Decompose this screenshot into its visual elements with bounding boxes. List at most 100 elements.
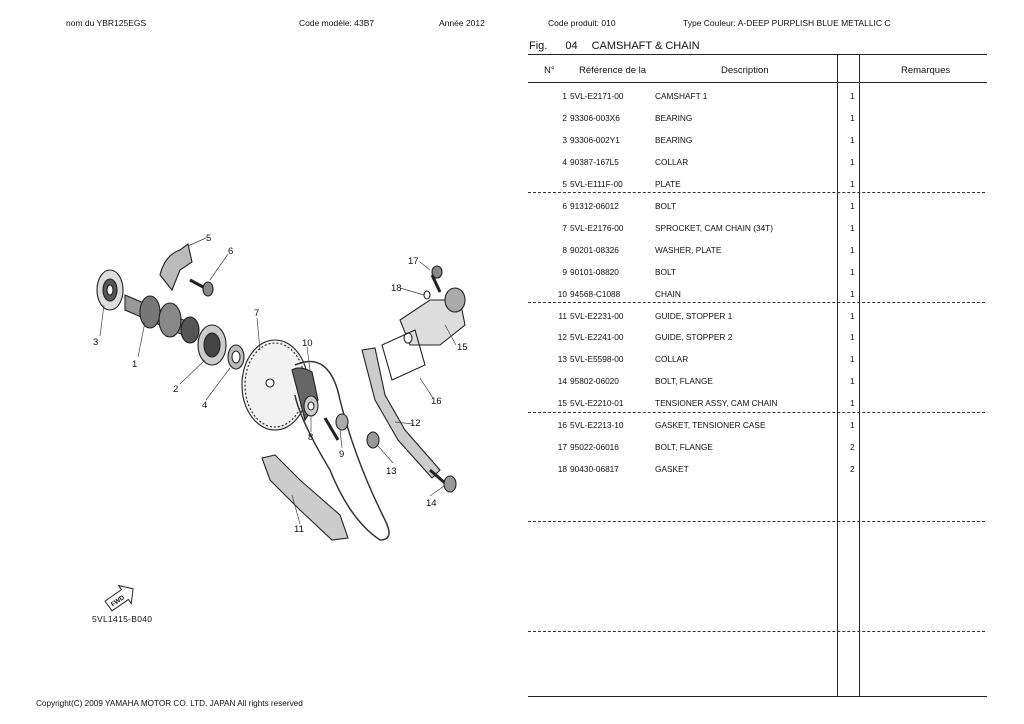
- table-header-rule: [528, 82, 987, 83]
- figure-number: 04: [565, 40, 578, 52]
- part-desc-cell: BEARING: [655, 134, 693, 145]
- bolt-9-drawing: [323, 413, 349, 441]
- part-desc-cell: WASHER, PLATE: [655, 244, 722, 255]
- group-separator: [528, 302, 985, 303]
- part-qty-cell: 2: [850, 464, 855, 475]
- part-desc-cell: GUIDE, STOPPER 2: [655, 332, 733, 343]
- part-desc-cell: BEARING: [655, 112, 693, 123]
- diagram-reference-code: 5VL1415-B040: [92, 614, 153, 624]
- gasket-16-drawing: [381, 329, 426, 381]
- part-number-cell: 8: [562, 244, 567, 255]
- camshaft-drawing: [124, 294, 200, 344]
- callout-11: 11: [294, 524, 304, 535]
- part-number-cell: 6: [562, 200, 567, 211]
- tensioner-15-drawing: [399, 287, 466, 346]
- fwd-arrow-icon: FWD: [104, 584, 134, 612]
- exploded-parts-diagram: 1 2 3 4 5 6 7 8 9 10 11 12 13 14 15 16 1…: [93, 233, 468, 612]
- part-ref-cell: 5VL-E2213-10: [570, 420, 624, 431]
- part-qty-cell: 1: [850, 332, 855, 343]
- part-qty-cell: 1: [850, 156, 855, 167]
- model-code: Code modèle: 43B7: [299, 18, 375, 28]
- part-ref-cell: 5VL-E5598-00: [570, 354, 624, 365]
- figure-heading: Fig. 04 CAMSHAFT & CHAIN: [529, 40, 700, 52]
- part-number-cell: 7: [562, 222, 567, 233]
- part-ref-cell: 93306-003X6: [570, 112, 620, 123]
- part-number-cell: 3: [562, 134, 567, 145]
- part-ref-cell: 90387-167L5: [570, 156, 619, 167]
- callout-3: 3: [93, 337, 98, 348]
- callout-5: 5: [206, 233, 211, 244]
- callout-14: 14: [426, 498, 437, 509]
- part-desc-cell: CHAIN: [655, 288, 681, 299]
- part-number-cell: 12: [557, 332, 567, 343]
- callout-1: 1: [132, 359, 137, 370]
- part-number-cell: 14: [557, 376, 567, 387]
- part-ref-cell: 90101-08820: [570, 266, 619, 277]
- part-number-cell: 15: [557, 398, 567, 409]
- part-qty-cell: 1: [850, 420, 855, 431]
- part-number-cell: 17: [557, 442, 567, 453]
- callout-15: 15: [457, 342, 468, 353]
- bolt-17-drawing: [430, 265, 443, 293]
- callout-7: 7: [254, 308, 259, 319]
- callout-2: 2: [173, 384, 178, 395]
- part-desc-cell: SPROCKET, CAM CHAIN (34T): [655, 222, 774, 233]
- figure-label: Fig.: [529, 40, 548, 52]
- part-desc-cell: BOLT: [655, 200, 677, 211]
- collar-4-drawing: [227, 344, 245, 370]
- part-qty-cell: 1: [850, 134, 855, 145]
- washer-8-drawing: [303, 395, 319, 417]
- part-qty-cell: 1: [850, 222, 855, 233]
- table-top-rule: [528, 54, 987, 55]
- group-separator: [528, 631, 985, 632]
- part-qty-cell: 1: [850, 310, 855, 321]
- callout-4: 4: [202, 400, 207, 411]
- part-ref-cell: 5VL-E2210-01: [570, 398, 624, 409]
- product-code: Code produit: 010: [548, 18, 616, 28]
- part-ref-cell: 90201-08326: [570, 244, 619, 255]
- part-qty-cell: 1: [850, 288, 855, 299]
- callout-18: 18: [391, 283, 402, 294]
- model-year: Année 2012: [439, 18, 485, 28]
- model-name: nom du YBR125EGS: [66, 18, 147, 28]
- part-number-cell: 18: [557, 464, 567, 475]
- part-qty-cell: 2: [850, 442, 855, 453]
- part-desc-cell: BOLT, FLANGE: [655, 442, 713, 453]
- callout-17: 17: [408, 256, 419, 267]
- bearing-2-drawing: [197, 324, 227, 366]
- part-ref-cell: 5VL-E2171-00: [570, 91, 624, 101]
- collar-13-drawing: [366, 431, 380, 449]
- part-qty-cell: 1: [850, 178, 855, 189]
- part-desc-cell: COLLAR: [655, 354, 689, 365]
- guide-11-drawing: [261, 454, 349, 541]
- guide-12-drawing: [361, 347, 441, 479]
- part-ref-cell: 5VL-E111F-00: [570, 178, 623, 189]
- part-number-cell: 9: [562, 266, 567, 277]
- part-number-cell: 10: [557, 288, 567, 299]
- callout-6: 6: [228, 246, 233, 257]
- part-qty-cell: 1: [850, 398, 855, 409]
- part-desc-cell: GASKET: [655, 464, 689, 475]
- qty-col-divider-right: [859, 55, 860, 696]
- part-desc-cell: CAMSHAFT 1: [655, 91, 708, 101]
- part-qty-cell: 1: [850, 200, 855, 211]
- part-ref-cell: 5VL-E2231-00: [570, 310, 624, 321]
- figure-title: CAMSHAFT & CHAIN: [591, 40, 700, 52]
- part-ref-cell: 93306-002Y1: [570, 134, 620, 145]
- plate-5-drawing: [159, 243, 193, 292]
- callout-8: 8: [308, 432, 313, 443]
- part-ref-cell: 5VL-E2176-00: [570, 222, 624, 233]
- part-desc-cell: PLATE: [655, 178, 681, 189]
- part-qty-cell: 1: [850, 266, 855, 277]
